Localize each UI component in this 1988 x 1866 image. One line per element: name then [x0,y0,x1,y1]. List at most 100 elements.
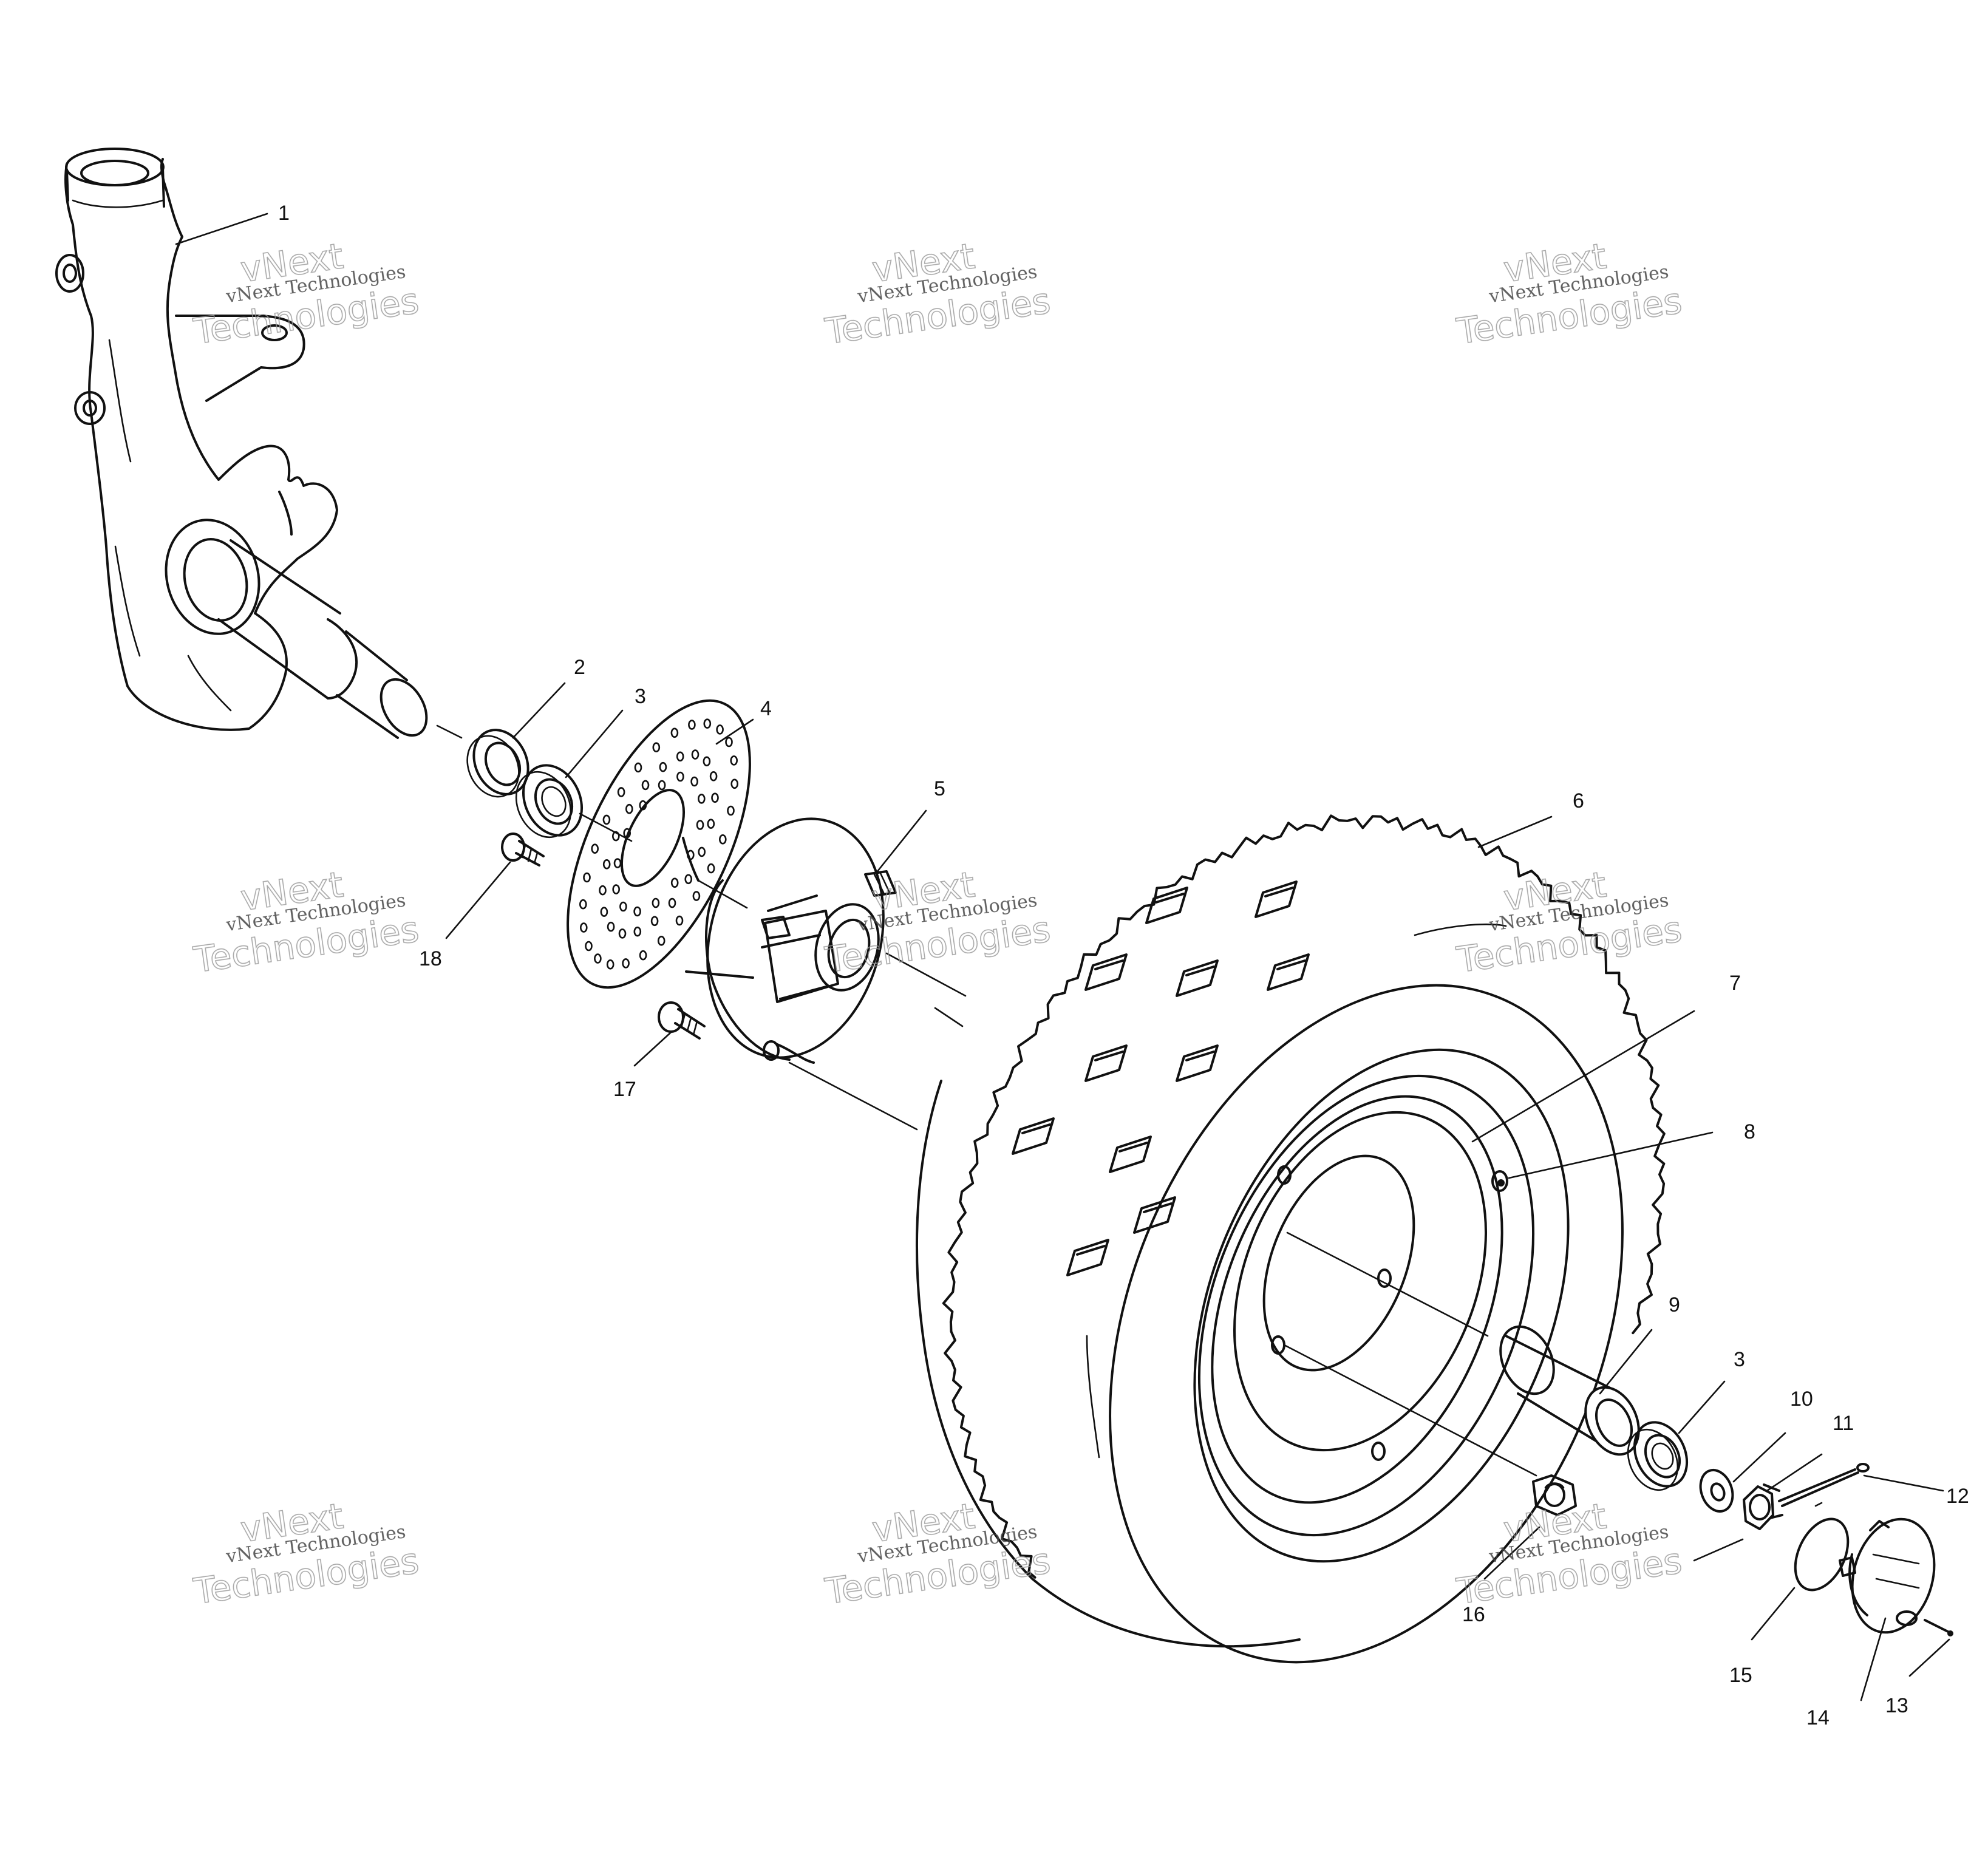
watermark: vNext vNext Technologies Technologies [822,235,1054,353]
leader-lines [175,213,1950,1701]
callout-15: 15 [1729,1664,1752,1687]
disc-hole [618,928,627,939]
castle-nut [1743,1483,1783,1530]
disc-hole [591,843,599,854]
callout-2: 2 [574,656,585,679]
disc-hole [633,906,641,917]
disc-hole [634,762,642,773]
disc-hole [652,742,661,752]
axle-centerline [436,724,964,1027]
disc-hole [675,915,684,926]
callout-11: 11 [1833,1412,1854,1435]
watermark: vNext vNext Technologies Technologies [822,1495,1054,1613]
disc-hole [585,941,593,952]
callout-5: 5 [934,777,945,800]
tire [916,814,1666,1648]
callout-3-outer: 3 [1734,1348,1745,1371]
disc-hole [725,737,733,747]
disc-hole [668,897,676,908]
callout-10: 10 [1790,1388,1813,1411]
callout-16: 16 [1462,1603,1485,1626]
tread-block [1012,1117,1055,1155]
disc-hole [698,794,706,804]
disc-hole [658,780,666,791]
disc-hole [691,749,700,760]
brake-bolt-lower [658,1001,706,1040]
callout-12: 12 [1946,1485,1969,1508]
tread-block [1109,1136,1152,1173]
callout-6: 6 [1573,789,1584,812]
disc-hole [579,899,587,910]
brake-bolt-upper [501,833,545,867]
callout-3-inner: 3 [635,685,646,708]
disc-hole [612,884,621,894]
disc-hole [617,787,625,797]
callout-14: 14 [1806,1706,1830,1729]
steering-knuckle [55,148,428,739]
tread-block [1254,880,1298,918]
disc-hole [698,846,706,857]
tread-block [1084,953,1128,991]
disc-hole [625,803,633,814]
disc-hole [730,778,738,789]
watermark: vNext vNext Technologies Technologies [822,863,1054,981]
stud-alignment-lines [1283,1231,1537,1477]
watermark: vNext vNext Technologies Technologies [1454,863,1685,981]
disc-hole [676,751,684,762]
tread-block [1176,959,1219,997]
disc-hole [696,820,704,830]
disc-hole [659,761,667,772]
wheel-bearing-outer [1627,1421,1689,1491]
disc-hole [623,828,631,839]
callout-9: 9 [1669,1293,1680,1316]
callout-4: 4 [760,697,772,720]
disc-hole [670,877,679,888]
disc-hole [639,950,647,961]
disc-hole [600,907,608,917]
disc-hole [703,756,711,767]
wheel-rim [1109,984,1624,1664]
disc-hole [599,885,607,896]
disc-hole [633,926,642,937]
watermark: vNext vNext Technologies Technologies [191,863,422,981]
watermark: vNext vNext Technologies Technologies [1454,235,1685,353]
cotter-pin [1778,1463,1870,1507]
disc-hole [688,720,696,730]
disc-hole [707,819,715,829]
disc-hole [611,831,620,842]
disc-hole [602,859,611,870]
disc-hole [641,780,650,791]
disc-hole [727,805,735,816]
watermark-grid: vNext vNext Technologies Technologies vN… [191,235,1685,1613]
callout-1: 1 [278,202,290,225]
hub-cap-screw [1924,1619,1953,1636]
spacer-tube [1499,1325,1640,1456]
wheel-hub [682,817,967,1131]
grease-seal [466,729,529,798]
washer [1699,1469,1734,1513]
disc-hole [711,792,719,803]
callout-18: 18 [419,947,442,970]
tread-block [1145,887,1188,924]
disc-hole [670,727,679,738]
callout-17: 17 [613,1078,636,1101]
disc-hole [703,718,712,729]
callout-7: 7 [1729,972,1741,995]
disc-hole [657,936,666,946]
brake-disc [567,699,751,989]
disc-hole [619,901,627,912]
disc-hole [650,916,659,927]
disc-hole [607,921,615,932]
tread-block [1084,1044,1128,1082]
disc-hole [583,872,591,883]
disc-hole [594,953,602,964]
callout-labels: 1 2 3 4 5 6 7 8 9 3 10 11 12 13 14 15 16… [278,202,1969,1729]
disc-hole [639,800,647,811]
disc-hole [692,891,701,901]
tread-block [1267,953,1310,991]
disc-hole [730,755,738,766]
disc-hole [707,863,715,874]
disc-hole [613,858,622,868]
hub-cap-centerline [1693,1502,1823,1562]
